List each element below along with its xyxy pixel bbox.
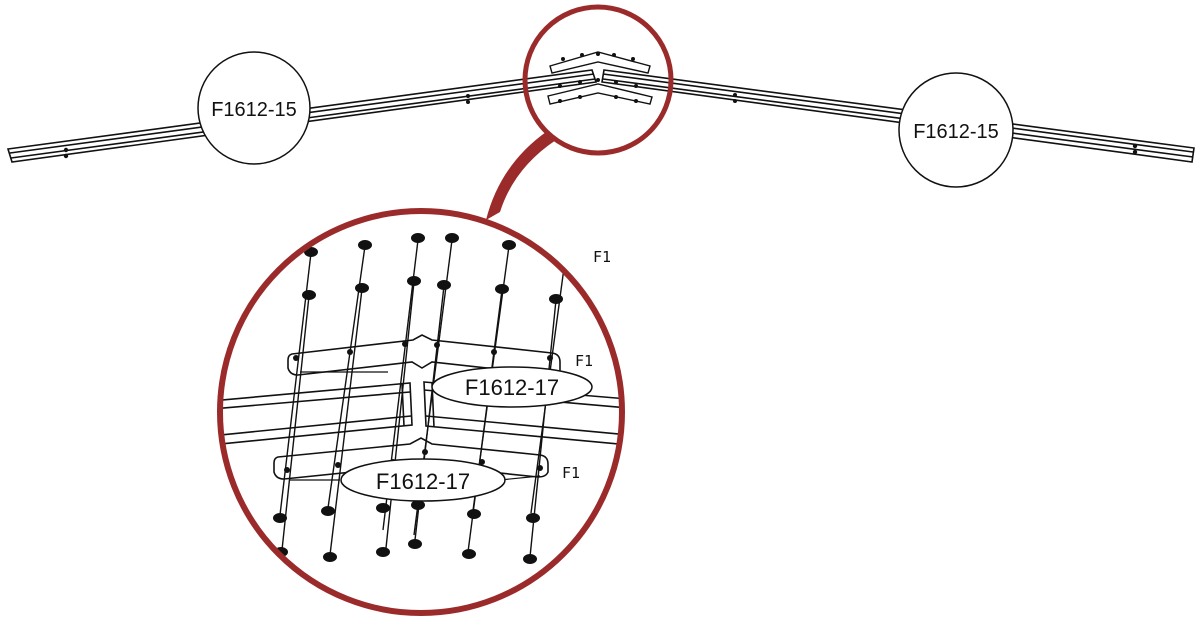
callout-bracket-bottom: F1612-17 — [290, 458, 541, 502]
magnifier-source-circle — [522, 4, 674, 156]
fastener-label-top-bracket: F1 — [575, 352, 593, 370]
callout-right: F1612-15 — [898, 72, 1014, 188]
fastener-label-bottom-bracket: F1 — [562, 464, 580, 482]
detail-beam-left — [220, 382, 413, 447]
callout-bracket-top-label: F1612-17 — [465, 375, 559, 400]
screw-heads-bottom — [273, 500, 540, 564]
overview-bracket-top — [549, 51, 651, 74]
detail-view: F1612-17 F1612-17 F1 — [220, 211, 622, 613]
callout-left-label: F1612-15 — [211, 99, 297, 121]
callout-left: F1612-15 — [197, 51, 311, 165]
callout-bracket-top: F1612-17 — [300, 366, 593, 408]
fastener-label-screw-row: F1 — [593, 248, 611, 266]
beam-bolt-marks — [63, 93, 1138, 159]
callout-bracket-bottom-label: F1612-17 — [376, 469, 470, 494]
magnifier-connector — [486, 132, 556, 220]
callout-right-label: F1612-15 — [913, 121, 999, 143]
magnifier-detail-circle — [217, 208, 625, 616]
ridge-beam-right — [601, 69, 1195, 163]
overview-screws — [558, 52, 638, 103]
